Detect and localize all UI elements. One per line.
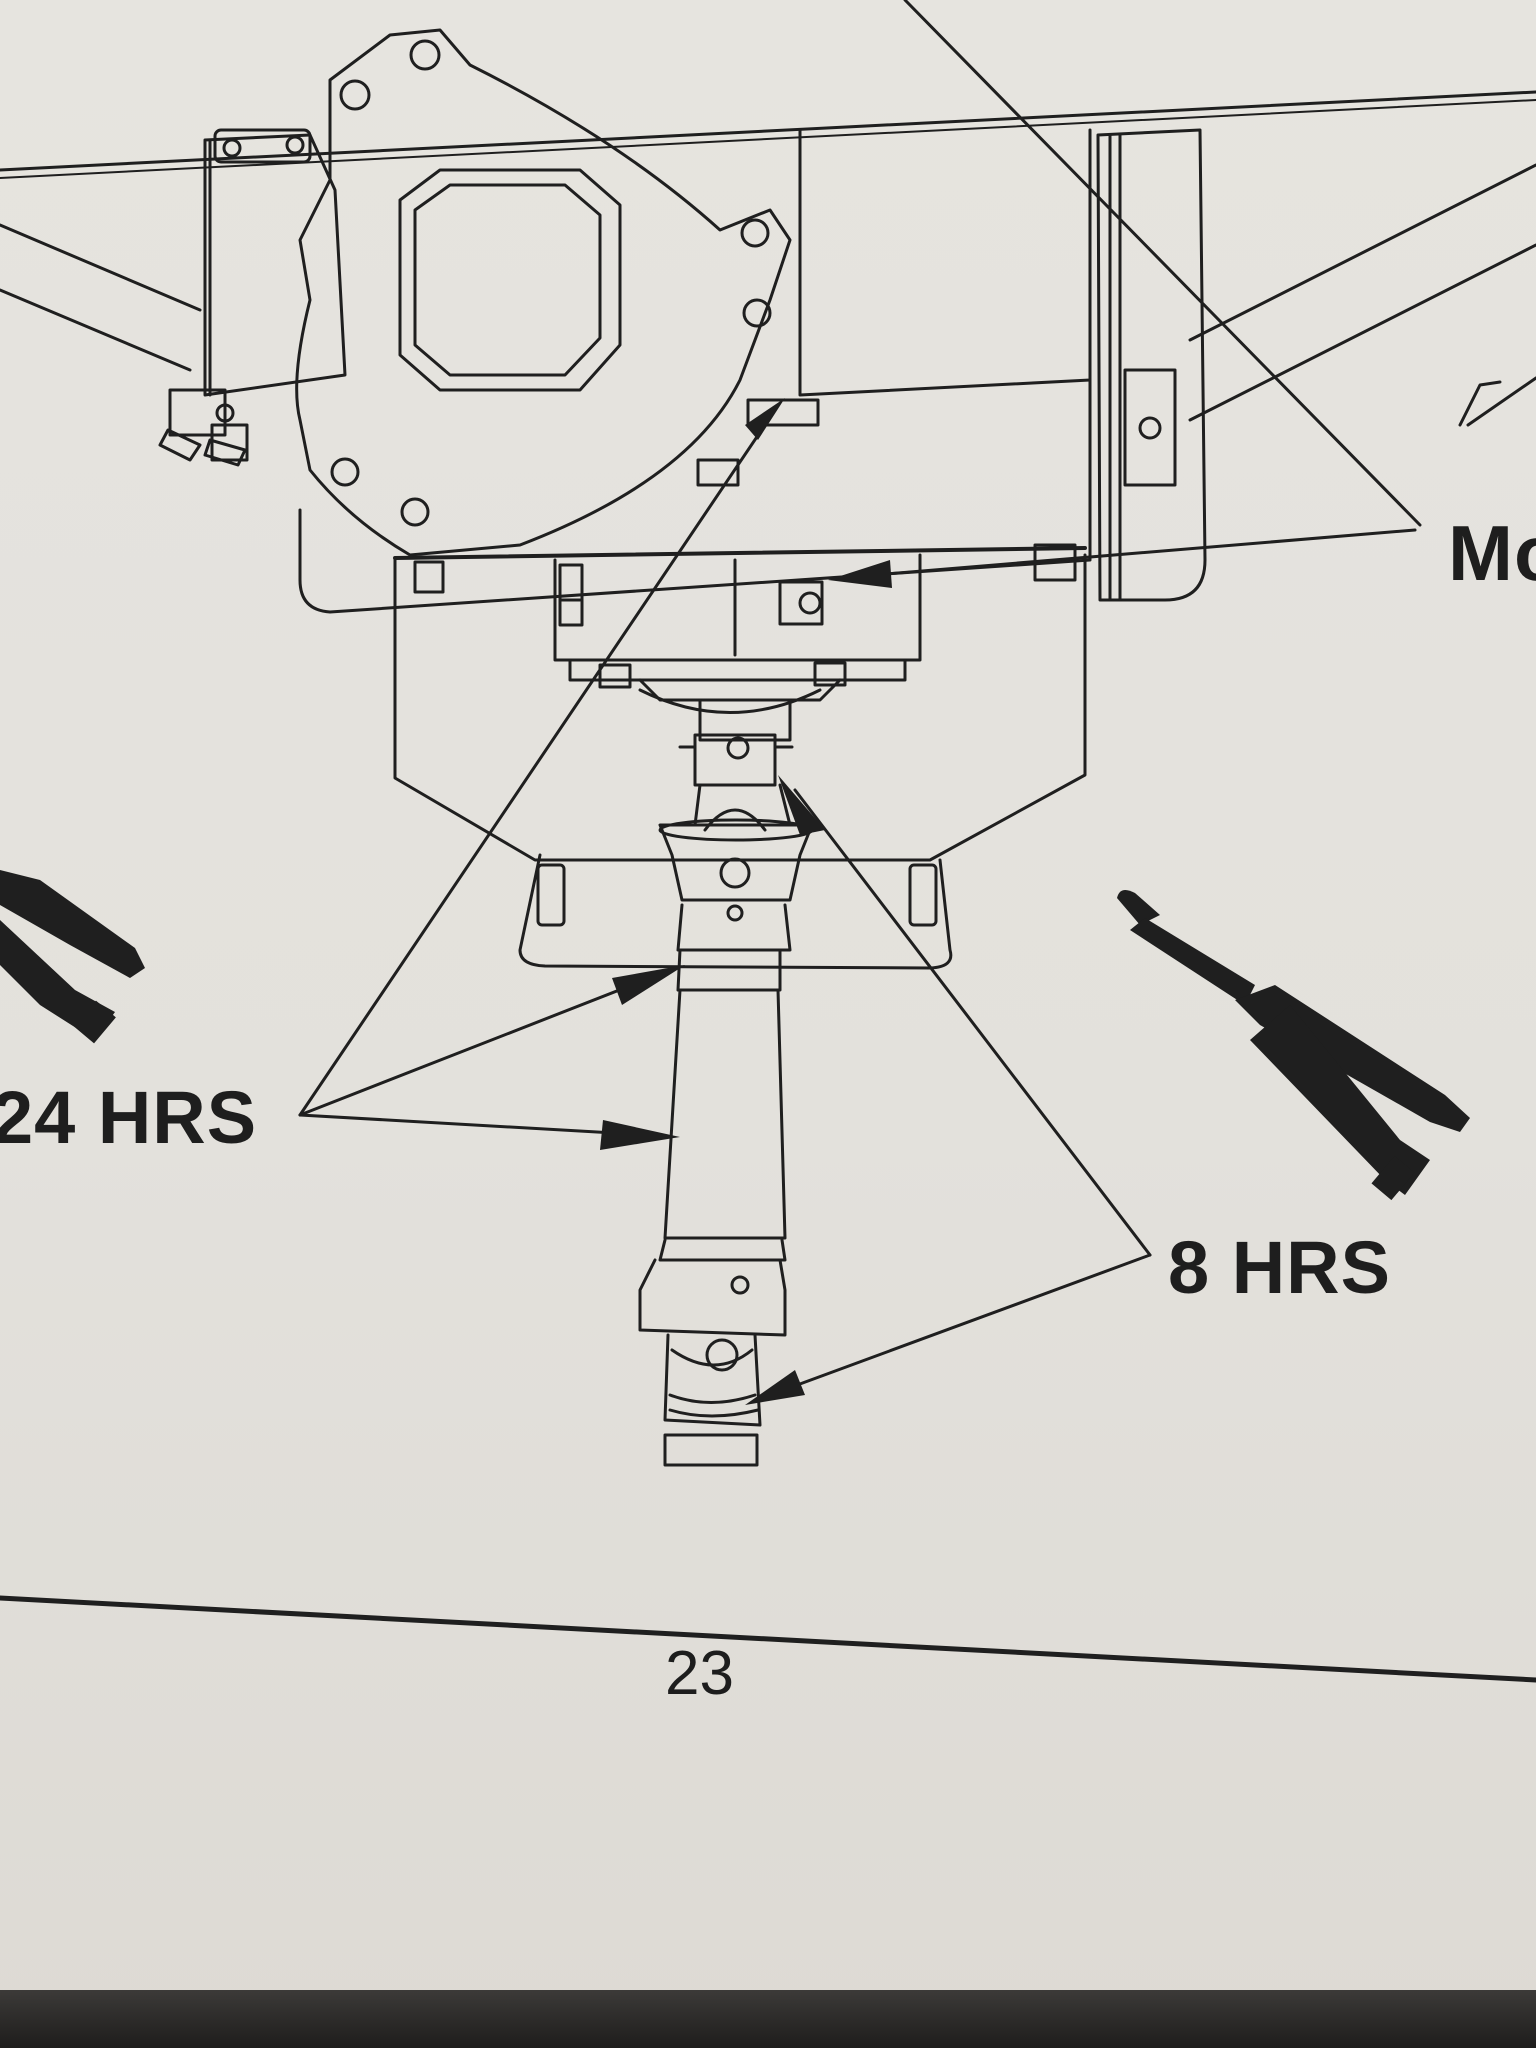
- page-rule: [0, 1595, 1536, 1683]
- housing-bolts: [413, 398, 1077, 689]
- table-surface: [0, 1990, 1536, 2048]
- frame-post: [1096, 128, 1207, 602]
- pto-shaft: [638, 818, 814, 1467]
- cut-off-label: Mo: [1448, 509, 1536, 597]
- mounting-flange: [295, 28, 792, 557]
- base-plate: [518, 853, 953, 970]
- frame-lines: [0, 0, 1536, 527]
- mounting-block: [158, 128, 347, 467]
- arrow-heads: [600, 398, 892, 1405]
- interval-8-hrs-label: 8 HRS: [1168, 1226, 1391, 1309]
- interval-24-hrs-label: 24 HRS: [0, 1076, 258, 1159]
- lubrication-arrows: [298, 408, 1417, 1397]
- driveline-yoke: [678, 698, 794, 832]
- grease-gun-icon: [1117, 889, 1470, 1201]
- gearbox-housing: [298, 128, 1092, 862]
- grease-fitting-line: [1458, 380, 1502, 427]
- page-number: 23: [665, 1639, 734, 1708]
- grease-gun-icon: [0, 870, 145, 1044]
